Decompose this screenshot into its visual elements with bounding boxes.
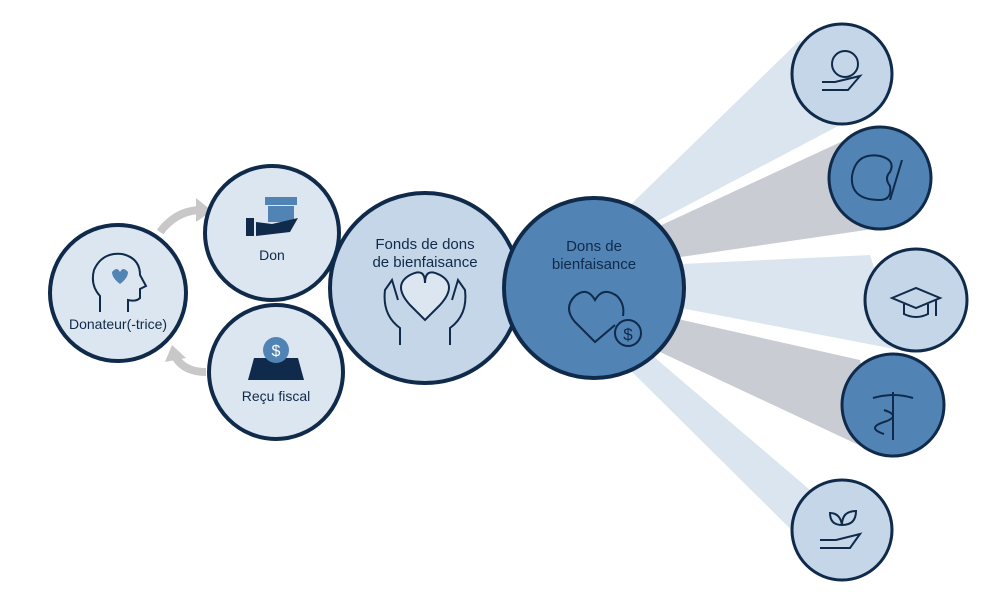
- hands-heart-icon: [383, 271, 467, 345]
- donor-circle: [48, 223, 188, 363]
- dollar-sign: $: [623, 325, 633, 344]
- beams: [620, 40, 900, 580]
- receipt-label: Reçu fiscal: [241, 388, 311, 404]
- grants-label: Dons de bienfaisance: [551, 238, 637, 273]
- gift-label: Don: [259, 247, 285, 263]
- caduceus-icon: [872, 392, 914, 440]
- grants-circle: [502, 196, 686, 380]
- coin-slot-icon: $: [248, 337, 304, 380]
- cause-circle-2: [827, 125, 933, 231]
- gift-hand-icon: [246, 197, 298, 236]
- beam-1: [620, 40, 842, 225]
- cause-circle-3: [863, 247, 969, 353]
- plant-in-hand-icon: [820, 509, 863, 549]
- svg-text:$: $: [272, 343, 281, 360]
- cause-circle-1: [790, 22, 894, 126]
- beam-2: [640, 140, 880, 260]
- donor-label: Donateur(-trice): [68, 316, 168, 332]
- cause-circle-5: [790, 478, 894, 582]
- arrow-head-icon: [165, 345, 186, 362]
- graduation-cap-icon: [889, 286, 943, 318]
- arrow-head-icon: [196, 198, 212, 222]
- globe-in-hand-icon: [822, 50, 863, 91]
- beam-5: [620, 345, 842, 580]
- heart-dollar-icon: [568, 290, 642, 347]
- beam-3: [660, 255, 900, 350]
- fund-label: Fonds de dons de bienfaisance: [372, 236, 478, 271]
- head-heart-icon: [91, 252, 148, 312]
- arrow-receipt-to-donor: [172, 355, 207, 376]
- beam-4: [645, 315, 880, 455]
- palette-icon: [850, 154, 903, 202]
- arrow-donor-to-gift: [156, 206, 199, 235]
